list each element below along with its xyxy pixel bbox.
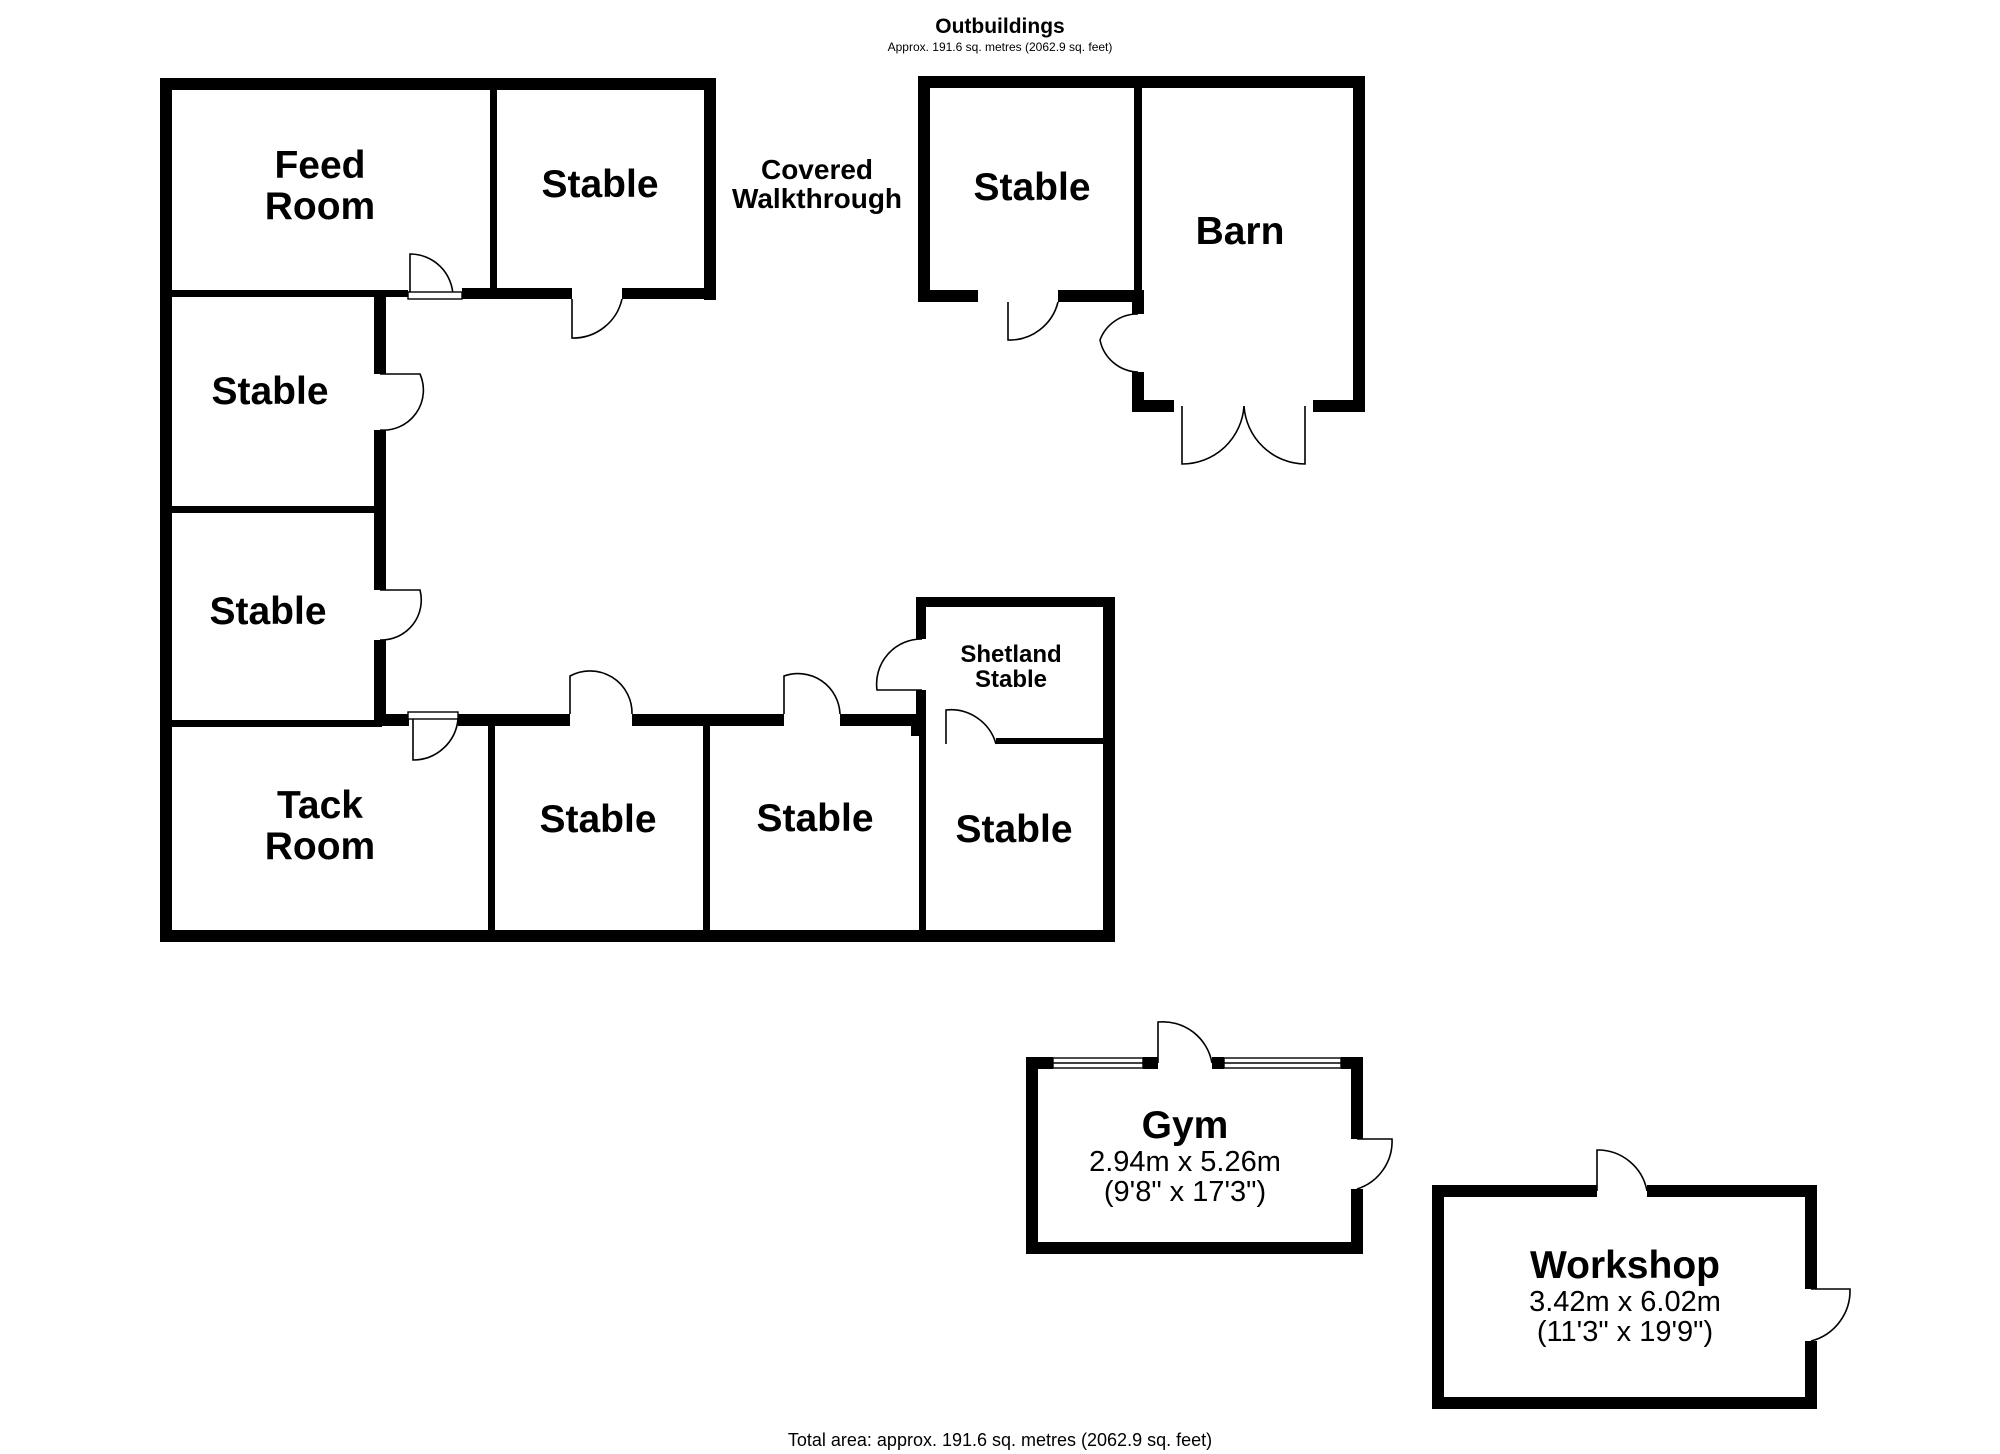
room-dimensions-imperial: (11'3" x 19'9"): [1536, 1316, 1714, 1349]
plan-title: Outbuildings: [935, 15, 1065, 38]
total-area-footer: Total area: approx. 191.6 sq. metres (20…: [787, 1430, 1213, 1450]
room-label: Stable: [955, 808, 1073, 851]
main-block-walls: [160, 78, 1115, 942]
room-label-line1: Feed: [274, 144, 366, 187]
room-label: Stable: [756, 797, 874, 840]
room-label-line2: Room: [264, 184, 376, 228]
gym-walls: [1026, 1057, 1363, 1254]
room-label: Stable: [209, 590, 327, 633]
room-stable-bottom-3: Stable: [944, 808, 1084, 851]
workshop-walls: [1432, 1185, 1817, 1409]
door-swings: [379, 253, 1851, 1342]
barn-block-walls: [918, 76, 1365, 412]
room-label-line1: Covered: [760, 154, 874, 185]
room-label: Stable: [973, 166, 1091, 209]
room-label-line1: Tack: [277, 784, 363, 827]
gym-windows: [1052, 1057, 1342, 1069]
room-label: Stable: [541, 163, 659, 206]
room-shetland-stable: Shetland Stable: [941, 641, 1081, 694]
room-label: Gym: [1141, 1104, 1229, 1147]
room-stable-bottom-2: Stable: [745, 797, 885, 840]
room-dimensions-imperial: (9'8" x 17'3"): [1103, 1176, 1267, 1209]
room-stable-top-right: Stable: [962, 166, 1102, 209]
room-stable-left-2: Stable: [198, 590, 338, 633]
room-tack-room: Tack Room: [250, 784, 390, 868]
room-dimensions-metric: 3.42m x 6.02m: [1529, 1285, 1721, 1318]
room-covered-walkthrough: Covered Walkthrough: [716, 155, 918, 214]
room-gym: Gym 2.94m x 5.26m (9'8" x 17'3"): [1060, 1104, 1310, 1209]
room-stable-bottom-1: Stable: [528, 798, 668, 841]
room-label-line1: Shetland: [960, 641, 1062, 668]
room-workshop: Workshop 3.42m x 6.02m (11'3" x 19'9"): [1500, 1244, 1750, 1349]
room-label: Workshop: [1530, 1244, 1720, 1287]
room-label-line2: Room: [264, 824, 376, 868]
room-label-line2: Stable: [974, 666, 1048, 694]
room-label: Stable: [539, 798, 657, 841]
room-barn: Barn: [1170, 210, 1310, 253]
room-label: Barn: [1195, 210, 1285, 253]
room-dimensions-metric: 2.94m x 5.26m: [1089, 1145, 1281, 1178]
room-stable-left-1: Stable: [200, 370, 340, 413]
room-label: Stable: [211, 370, 329, 413]
room-stable-top: Stable: [530, 163, 670, 206]
room-label-line2: Walkthrough: [731, 183, 903, 215]
plan-subtitle: Approx. 191.6 sq. metres (2062.9 sq. fee…: [887, 40, 1113, 54]
room-feed-room: Feed Room: [250, 144, 390, 228]
